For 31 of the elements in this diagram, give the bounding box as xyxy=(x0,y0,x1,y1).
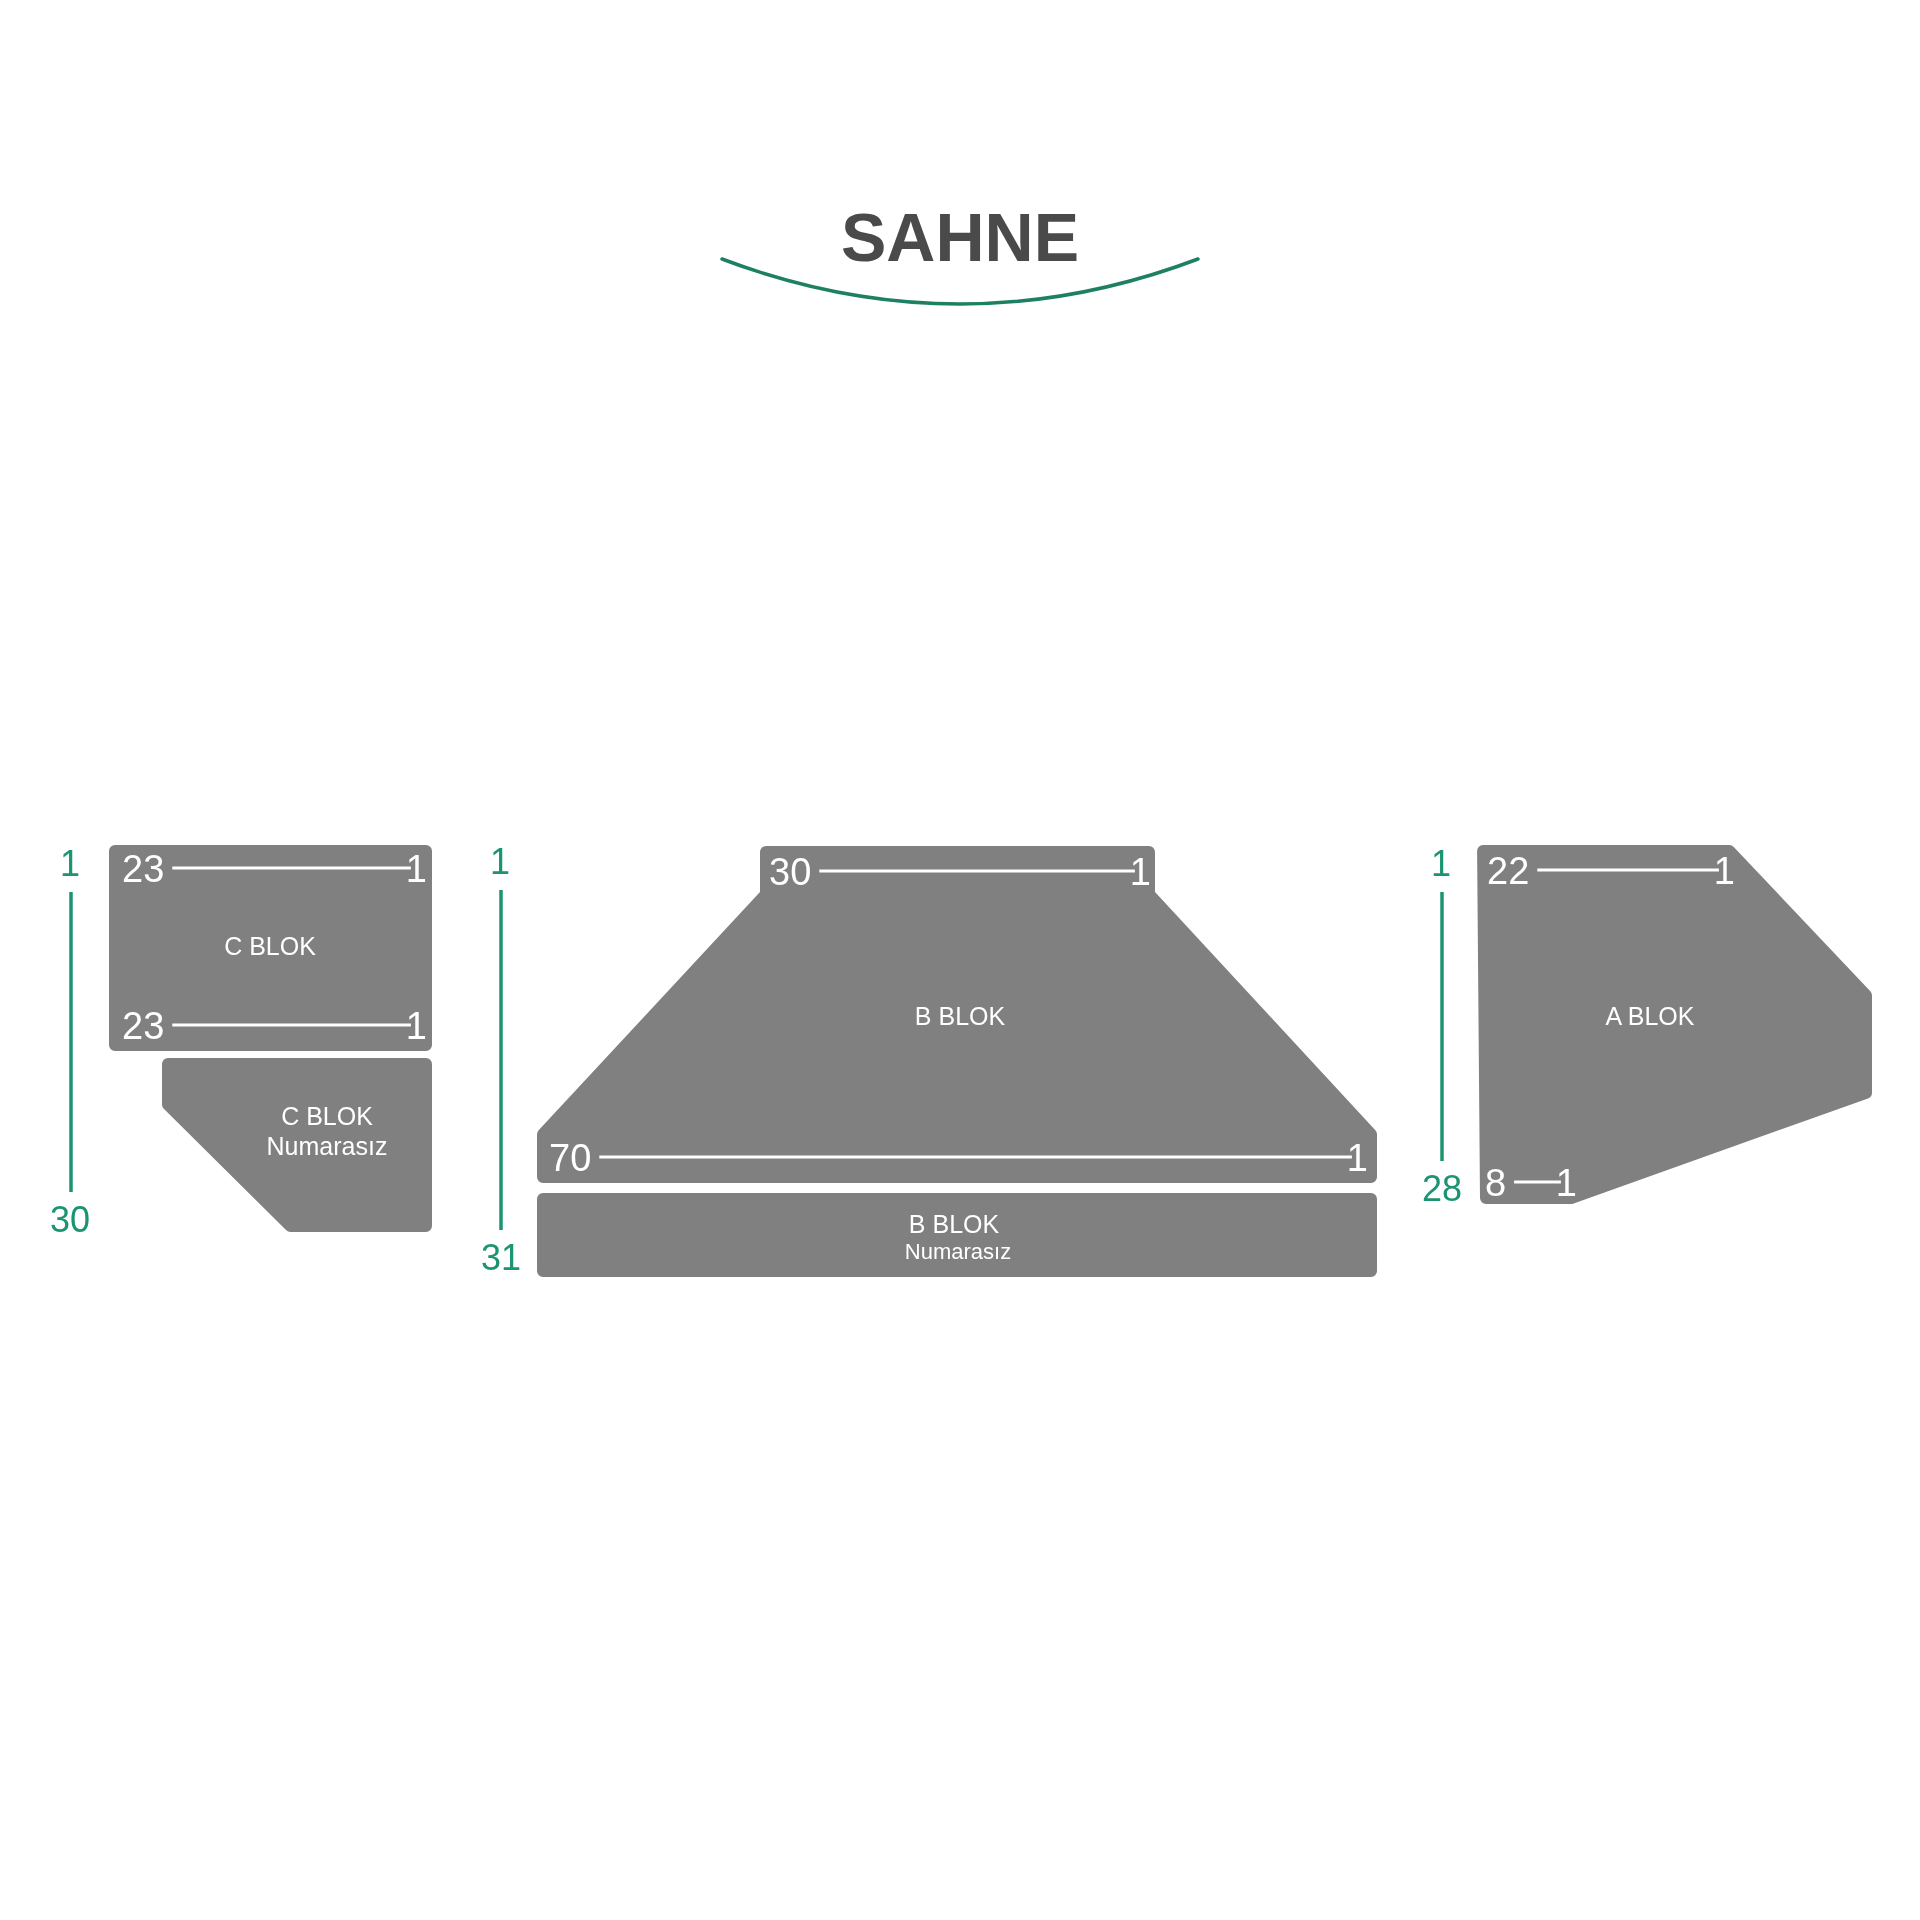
seating-block xyxy=(162,1058,432,1232)
seat-number: 22 xyxy=(1487,852,1530,890)
row-number: 31 xyxy=(481,1240,521,1276)
seat-number: 1 xyxy=(405,1007,427,1045)
row-number: 1 xyxy=(60,846,80,882)
seating-block xyxy=(1477,845,1872,1204)
row-number: 28 xyxy=(1422,1171,1462,1207)
seating-block xyxy=(537,1193,1377,1277)
seat-number: 1 xyxy=(1713,852,1735,890)
seat-number: 1 xyxy=(1346,1139,1368,1177)
stage-label: SAHNE xyxy=(841,203,1079,271)
seating-block xyxy=(537,846,1377,1183)
block-name: B BLOK xyxy=(914,1003,1006,1029)
row-number: 1 xyxy=(1431,846,1451,882)
seat-number: 30 xyxy=(769,853,812,891)
block-note: Numarasız xyxy=(266,1133,388,1159)
block-name: A BLOK xyxy=(1605,1003,1695,1029)
seating-block xyxy=(109,845,432,1051)
seat-number: 1 xyxy=(1555,1164,1577,1202)
block-note: Numarasız xyxy=(904,1241,1012,1263)
row-number: 1 xyxy=(490,844,510,880)
seat-number: 8 xyxy=(1485,1164,1507,1202)
block-name: C BLOK xyxy=(224,933,316,959)
seat-number: 23 xyxy=(122,1007,165,1045)
block-name: C BLOK xyxy=(281,1103,373,1129)
seat-number: 23 xyxy=(122,850,165,888)
block-name: B BLOK xyxy=(908,1211,1000,1237)
seat-number: 1 xyxy=(1129,853,1151,891)
row-number: 30 xyxy=(50,1202,90,1238)
seat-number: 70 xyxy=(549,1139,592,1177)
seat-number: 1 xyxy=(405,850,427,888)
